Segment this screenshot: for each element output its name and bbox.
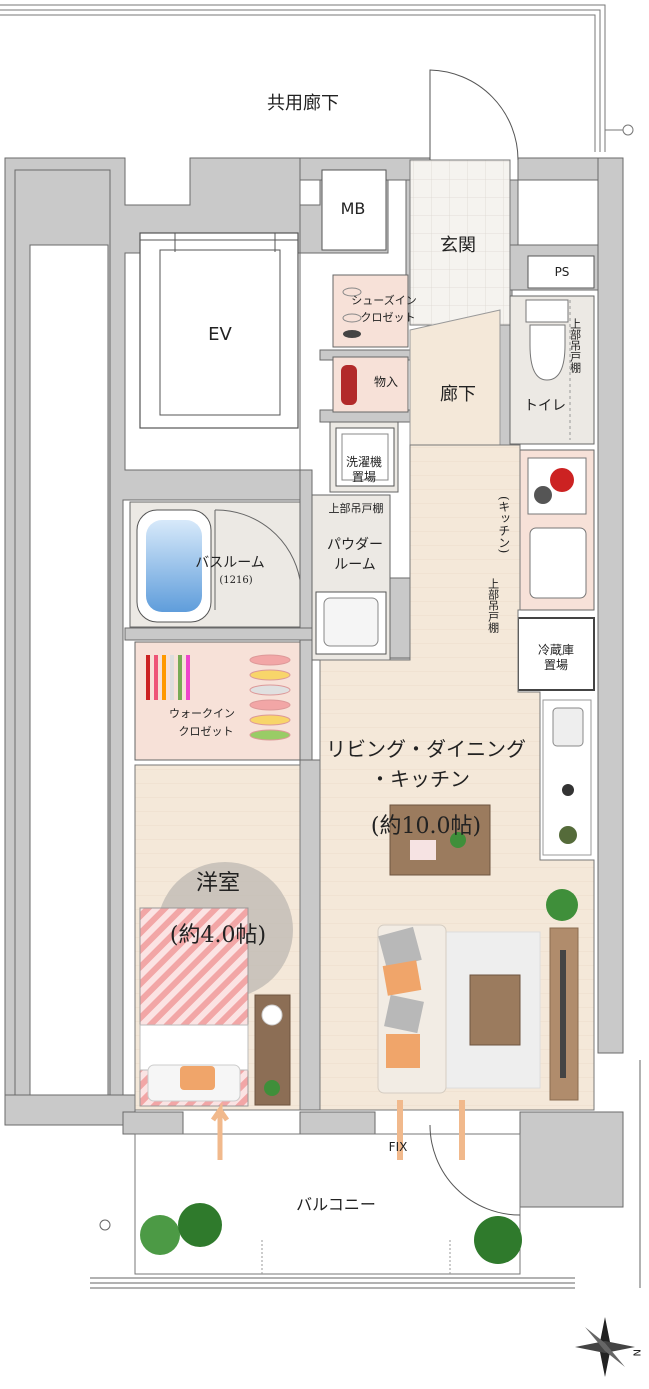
corridor-railing: [0, 4, 634, 152]
dining-table: [389, 804, 491, 876]
mb-box: [321, 169, 387, 251]
walls: [4, 157, 624, 1208]
label-upper-cabinet-powder: 上部吊戸棚: [328, 502, 384, 515]
plant-icon-living: [546, 889, 578, 921]
powder-room: [311, 494, 391, 661]
label-western-room: 洋室: [195, 871, 241, 896]
stove-icon: [550, 468, 574, 492]
washer-area: [329, 421, 399, 493]
ventilation-arrows: [210, 1100, 465, 1160]
label-ldk-2: ・キッチン: [370, 767, 470, 791]
kitchen-shelf: [542, 699, 592, 856]
coffee-table: [469, 974, 521, 1046]
sofa-icon: [377, 924, 447, 1094]
compass-icon: [575, 1317, 635, 1377]
label-ldk-size: (約10.0帖): [370, 814, 482, 839]
label-walkin-1: ウォークイン: [169, 707, 235, 720]
lamp: [261, 1004, 283, 1026]
label-mb: MB: [340, 199, 366, 218]
label-fridge-1: 冷蔵庫: [537, 643, 575, 657]
plant-icon: [264, 1080, 280, 1096]
label-washer-1: 洗濯機: [345, 455, 383, 469]
label-upper-cabinet-kitchen: 上部吊戸棚: [486, 578, 500, 633]
hallway-floor: [409, 309, 501, 446]
bathroom: [129, 501, 301, 628]
label-ev: EV: [208, 324, 232, 345]
label-shoe-closet-1: シューズイン: [351, 294, 417, 307]
label-entrance: 玄関: [440, 235, 476, 256]
label-powder-1: パウダー: [327, 537, 383, 553]
label-western-size: (約4.0帖): [169, 923, 267, 948]
door-swing-icon: [429, 69, 519, 161]
shoe-closet: [332, 274, 409, 348]
kitchen-counter: [519, 449, 595, 611]
ps-box: [527, 255, 595, 289]
bed-icon: [139, 907, 249, 1107]
toilet-room: [509, 295, 595, 445]
label-fix: FIX: [388, 1140, 408, 1154]
label-toilet: トイレ: [524, 398, 566, 414]
label-bathroom: バスルーム: [195, 555, 265, 571]
label-walkin-2: クロゼット: [178, 725, 234, 738]
tv-board: [549, 927, 579, 1101]
label-storage: 物入: [373, 375, 399, 389]
label-washer-2: 置場: [351, 470, 377, 484]
elevator: [139, 232, 299, 429]
fridge-icon: [517, 617, 595, 691]
walkin-closet: [134, 641, 301, 761]
label-shoe-closet-2: クロゼット: [360, 311, 416, 324]
label-fridge-2: 置場: [543, 658, 569, 672]
label-hallway: 廊下: [440, 384, 476, 405]
label-bathroom-size: (1216): [219, 575, 253, 586]
label-ps: PS: [554, 265, 570, 279]
storage-closet: [332, 356, 409, 413]
label-upper-cabinet-toilet: 上部吊戸棚: [568, 318, 582, 373]
label-north: N: [630, 1349, 642, 1357]
label-kitchen-small: (キッチン): [496, 496, 511, 554]
label-common-corridor: 共用廊下: [267, 93, 339, 114]
toilet-icon: [529, 324, 566, 381]
entrance-floor: [409, 159, 511, 326]
label-powder-2: ルーム: [334, 557, 376, 573]
label-ldk-1: リビング・ダイニング: [326, 737, 526, 761]
balcony: [90, 1060, 641, 1289]
label-balcony: バルコニー: [296, 1195, 376, 1214]
